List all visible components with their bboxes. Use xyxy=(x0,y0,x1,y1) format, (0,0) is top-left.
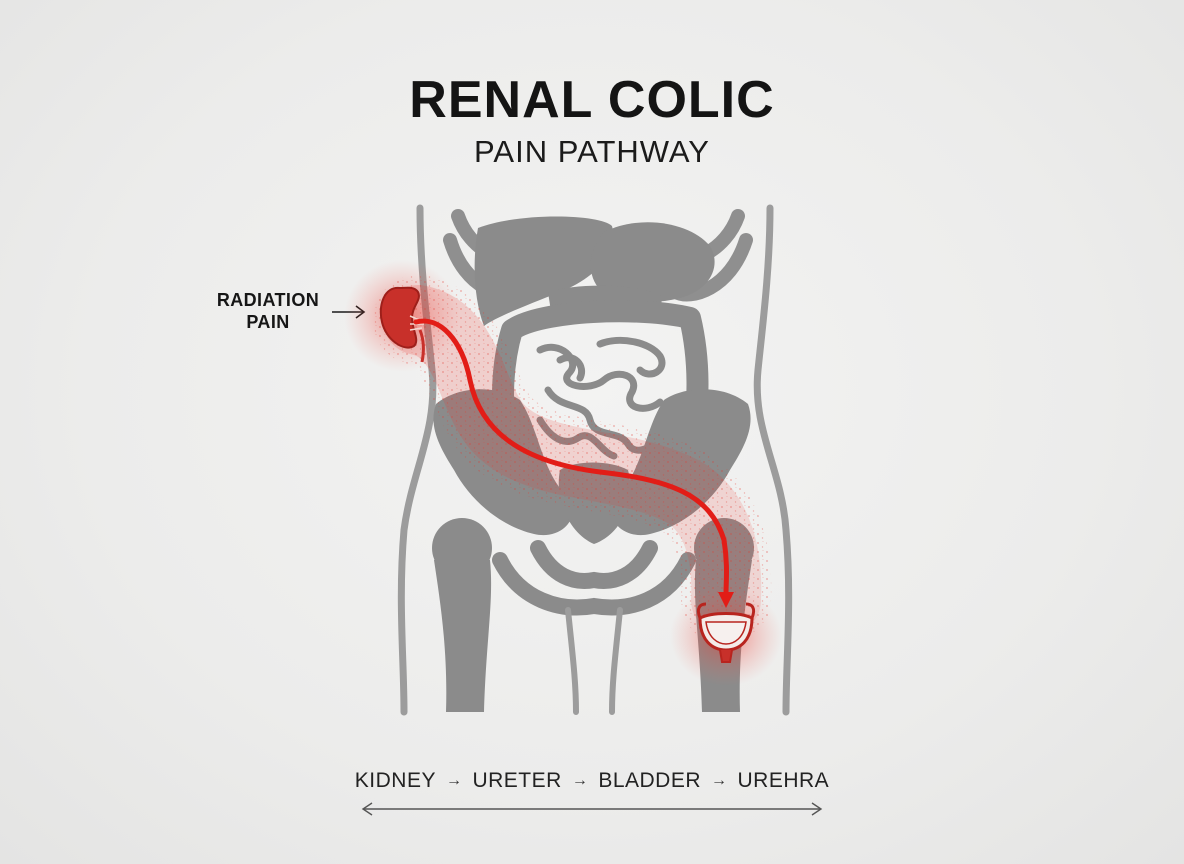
kidney-icon xyxy=(379,286,425,363)
bladder-icon xyxy=(696,602,756,663)
double-arrow-line xyxy=(361,802,823,816)
step-ureter: URETER xyxy=(472,769,562,792)
page-title: RENAL COLIC xyxy=(409,71,775,129)
pain-pathway-arrow xyxy=(413,318,734,608)
step-separator-2: → xyxy=(571,772,589,789)
step-separator-1: → xyxy=(445,772,463,789)
page-subtitle: PAIN PATHWAY xyxy=(474,134,710,169)
step-kidney: KIDNEY xyxy=(354,769,436,792)
pelvic-ring xyxy=(492,540,696,616)
step-separator-3: → xyxy=(711,772,728,789)
radiation-pain-label: RADIATION PAIN xyxy=(206,289,330,333)
callout-line-2: PAIN xyxy=(246,312,290,332)
pathway-sequence: KIDNEY → URETER → BLADDER → UREHRA xyxy=(300,769,884,793)
step-bladder: BLADDER xyxy=(598,769,702,792)
callout-line-1: RADIATION xyxy=(216,290,320,310)
step-urethra: UREHRA xyxy=(737,769,830,792)
